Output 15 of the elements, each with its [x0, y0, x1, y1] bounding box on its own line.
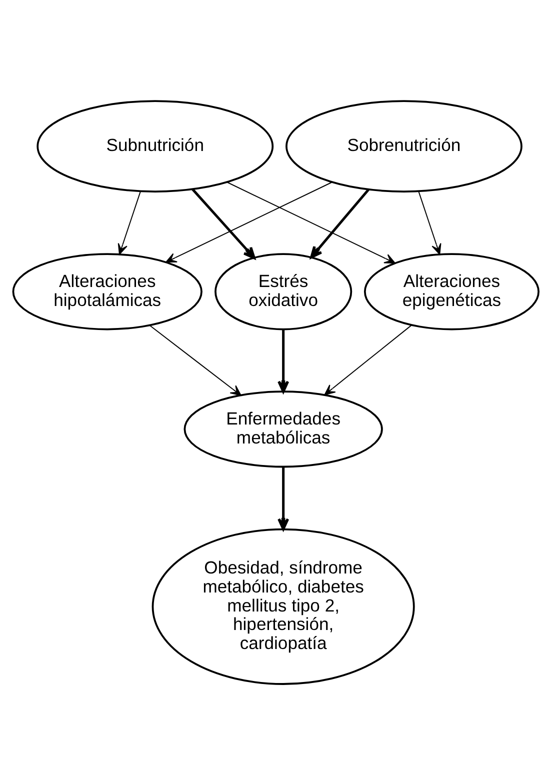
arrow [324, 324, 412, 395]
arrow [278, 328, 290, 392]
arrow [310, 188, 370, 258]
arrow [418, 190, 442, 254]
arrow [226, 181, 396, 264]
node-ellipse: Sobrenutrición [286, 100, 522, 192]
arrow [192, 188, 256, 259]
node-ellipse: Estrés oxidativo [214, 252, 352, 330]
arrow [118, 190, 142, 254]
arrow [166, 181, 332, 262]
arrow [149, 324, 242, 396]
node-ellipse: Enfermedades metabólicas [184, 390, 383, 468]
node-ellipse: Obesidad, síndrome metabólico, diabetes mellitus tipo 2, hipertensión, cardiopatía [152, 528, 415, 684]
arrow [278, 466, 290, 530]
node-ellipse: Subnutrición [36, 100, 274, 192]
